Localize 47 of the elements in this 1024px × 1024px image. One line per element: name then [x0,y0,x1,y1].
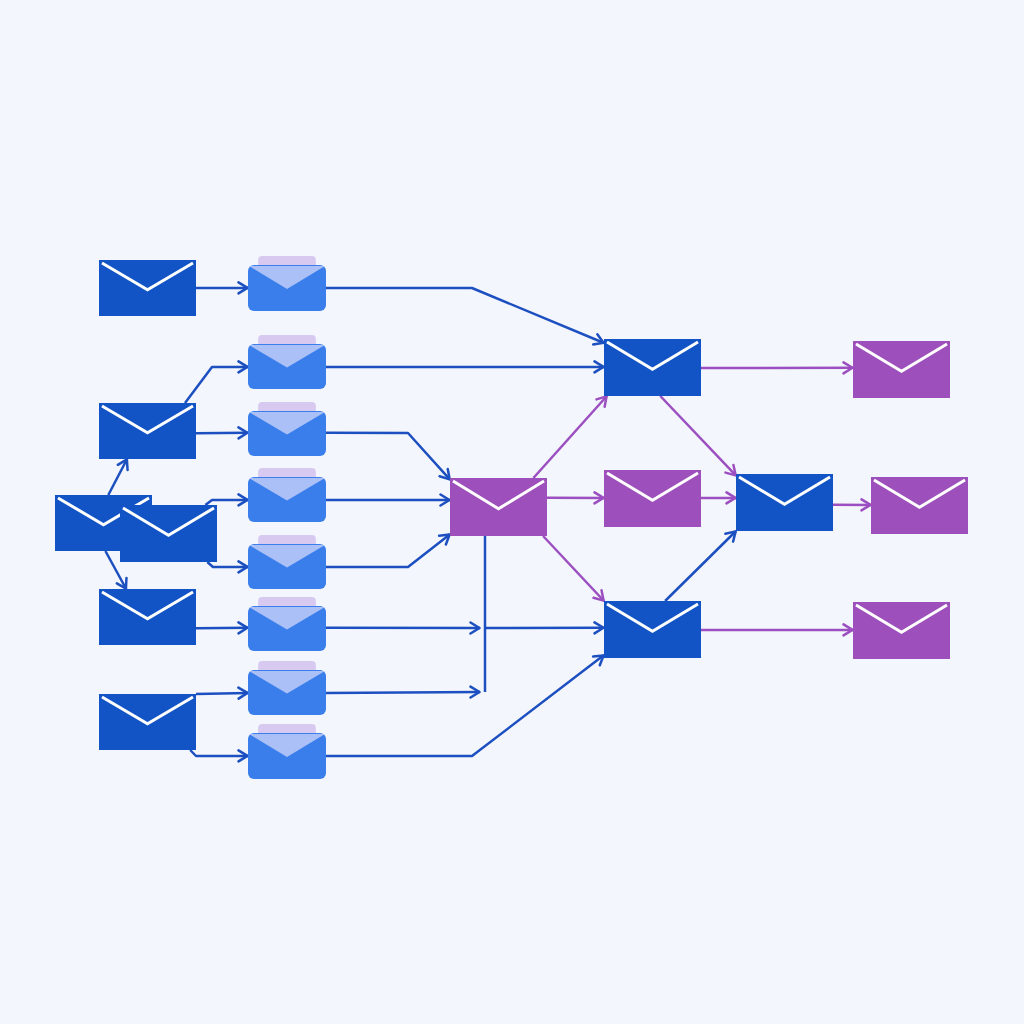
arrow [107,458,129,496]
envelope-letter-icon [248,724,326,779]
envelope-icon [120,505,217,562]
arrow [659,395,737,477]
arrow [542,535,605,602]
envelope-icon [871,477,968,534]
arrow [547,491,605,505]
arrow [104,550,128,590]
arrow [833,498,872,512]
arrow [701,361,854,375]
envelope-icon [853,602,950,659]
envelope-letter-icon [248,661,326,715]
envelope-icon [99,694,196,750]
arrow [701,623,854,637]
envelope-letter-icon [248,256,326,311]
arrow [326,360,605,374]
arrow [189,749,249,763]
arrow [326,493,451,507]
arrow [532,395,608,479]
envelope-icon [99,403,196,459]
arrow [701,491,737,505]
envelope-icon [736,474,833,531]
envelope-letter-icon [248,468,326,522]
envelope-letter-icon [248,535,326,589]
envelope-letter-icon [248,597,326,651]
envelope-icon [99,589,196,645]
arrow [326,533,451,569]
arrow [184,360,249,404]
arrow [326,286,605,346]
envelope-icon [853,341,950,398]
arrow [196,281,249,295]
envelope-icon [604,339,701,396]
arrow [196,426,249,440]
envelope-icon [450,478,547,536]
arrow [195,686,249,700]
arrow [204,493,249,507]
arrow [326,654,605,758]
arrow [664,530,737,602]
envelope-icon [99,260,196,316]
arrow [206,560,249,574]
arrow [326,621,481,635]
arrow [196,621,249,635]
envelope-letter-icon [248,335,326,389]
envelope-icon [604,601,701,658]
arrow [326,431,451,481]
envelope-letter-icon [248,402,326,456]
envelope-icon [604,470,701,527]
